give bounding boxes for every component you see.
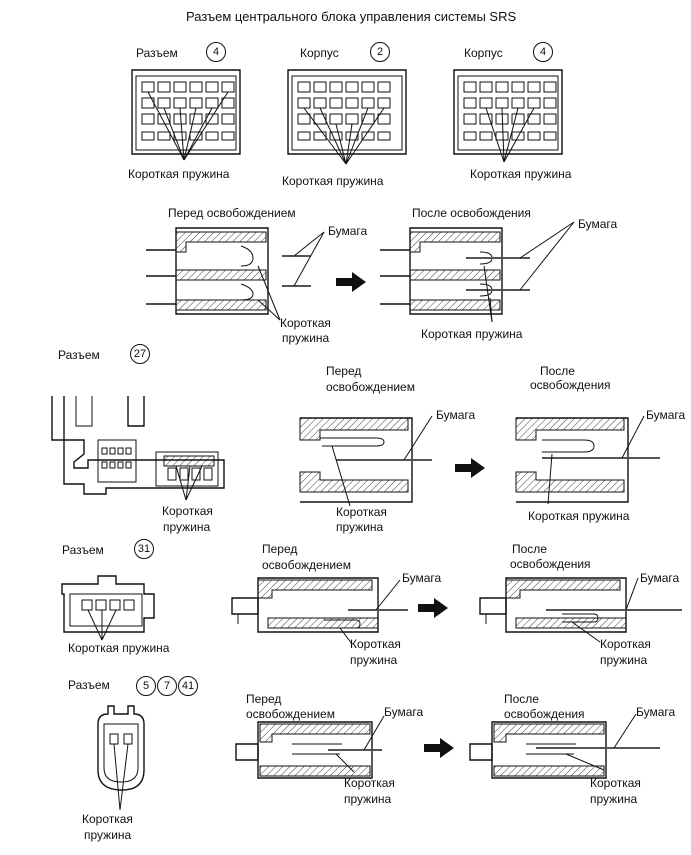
sec31-number: 31	[134, 539, 154, 559]
panel-3-spring-label: Короткая пружина	[470, 167, 572, 181]
sec5-number-5: 5	[136, 676, 156, 696]
sec31-connector-drawing	[61, 575, 155, 641]
top-after-section-drawing	[380, 221, 575, 323]
panel-2-number: 2	[370, 42, 390, 62]
sec27-after-line1: После	[540, 364, 575, 378]
top-after-spring-label: Короткая пружина	[421, 327, 523, 341]
sec27-label: Разъем	[58, 348, 100, 362]
connector-4-face-drawing	[131, 69, 241, 161]
sec31-after-line2: освобождения	[510, 557, 591, 571]
top-before-label: Перед освобождением	[168, 206, 296, 220]
sec31-before-spring-line1: Короткая	[350, 637, 401, 651]
sec5-connector-drawing	[97, 705, 145, 811]
sec27-after-line2: освобождения	[530, 378, 611, 392]
sec5-before-paper-label: Бумага	[384, 705, 424, 719]
sec27-after-spring-label: Короткая пружина	[528, 509, 630, 523]
sec5-before-spring-line2: пружина	[344, 792, 392, 806]
sec5-spring-line2: пружина	[84, 828, 132, 842]
sec27-after-section-drawing	[515, 415, 660, 505]
sec5-arrow-icon	[424, 738, 454, 758]
sec31-label: Разъем	[62, 543, 104, 557]
top-before-section-drawing	[146, 227, 325, 321]
sec5-after-section-drawing	[469, 713, 660, 779]
panel-1-number: 4	[206, 42, 226, 62]
panel-3-number: 4	[533, 42, 553, 62]
panel-3-label: Корпус	[464, 46, 503, 60]
sec31-before-section-drawing	[231, 577, 408, 645]
sec5-after-spring-line1: Короткая	[590, 776, 641, 790]
sec27-before-spring-line2: пружина	[336, 520, 384, 534]
case-2-face-drawing	[287, 69, 407, 165]
sec5-after-line2: освобождения	[504, 707, 585, 721]
sec5-before-line1: Перед	[246, 692, 282, 706]
sec27-arrow-icon	[455, 458, 485, 478]
sec31-before-spring-line2: пружина	[350, 653, 398, 667]
panel-2-spring-label: Короткая пружина	[282, 174, 384, 188]
diagram-title: Разъем центрального блока управления сис…	[186, 9, 517, 24]
top-before-spring-line1: Короткая	[280, 316, 331, 330]
sec5-number-41: 41	[178, 676, 198, 696]
sec31-after-paper-label: Бумага	[640, 571, 680, 585]
sec5-before-spring-line1: Короткая	[344, 776, 395, 790]
sec27-before-paper-label: Бумага	[436, 408, 476, 422]
sec31-after-line1: После	[512, 542, 547, 556]
sec27-before-line1: Перед	[326, 364, 362, 378]
top-before-spring-line2: пружина	[282, 331, 330, 345]
sec31-after-spring-line1: Короткая	[600, 637, 651, 651]
sec27-spring-line2: пружина	[163, 520, 211, 534]
sec27-connector-drawing	[51, 396, 225, 501]
sec27-spring-line1: Короткая	[162, 504, 213, 518]
sec31-before-paper-label: Бумага	[402, 571, 442, 585]
sec5-after-paper-label: Бумага	[636, 705, 676, 719]
sec5-label: Разъем	[68, 678, 110, 692]
sec27-after-paper-label: Бумага	[646, 408, 686, 422]
sec5-after-line1: После	[504, 692, 539, 706]
panel-1-spring-label: Короткая пружина	[128, 167, 230, 181]
panel-1-label: Разъем	[136, 46, 178, 60]
sec31-arrow-icon	[418, 598, 448, 618]
sec5-after-spring-line2: пружина	[590, 792, 638, 806]
sec31-spring-label: Короткая пружина	[68, 641, 170, 655]
top-after-label: После освобождения	[412, 206, 531, 220]
top-after-paper-label: Бумага	[578, 217, 618, 231]
sec31-after-section-drawing	[479, 577, 682, 643]
sec31-before-line1: Перед	[262, 542, 298, 556]
sec31-after-spring-line2: пружина	[600, 653, 648, 667]
sec5-before-section-drawing	[235, 715, 385, 779]
panel-2-label: Корпус	[300, 46, 339, 60]
sec27-number: 27	[130, 344, 150, 364]
sec5-number-7: 7	[157, 676, 177, 696]
sec5-before-line2: освобождением	[246, 707, 335, 721]
sec5-spring-line1: Короткая	[82, 812, 133, 826]
top-arrow-icon	[336, 272, 366, 292]
case-4-face-drawing	[453, 69, 563, 163]
sec27-before-section-drawing	[299, 415, 433, 507]
top-before-paper-label: Бумага	[328, 224, 368, 238]
sec31-before-line2: освобождением	[262, 558, 351, 572]
sec27-before-spring-line1: Короткая	[336, 505, 387, 519]
sec27-before-line2: освобождением	[326, 380, 415, 394]
